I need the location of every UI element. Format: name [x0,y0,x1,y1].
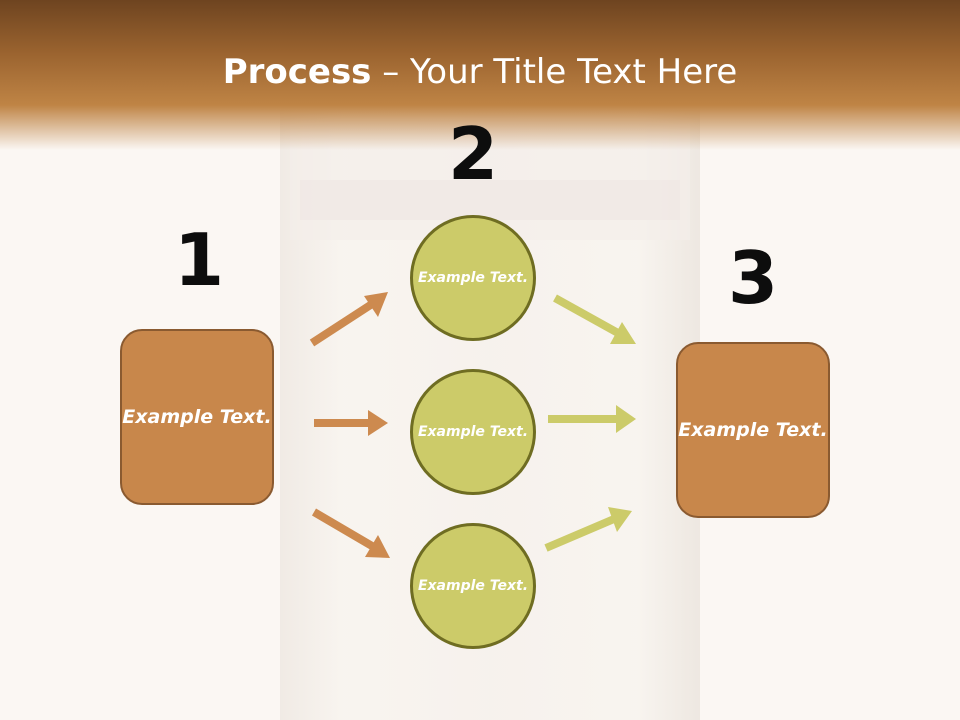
step-2-circle-middle: Example Text. [410,369,536,495]
step-3-text: Example Text. [678,418,828,441]
step-1-text: Example Text. [122,405,272,428]
arrow-from-top-circle [553,294,636,344]
arrow-to-bottom-circle [311,508,390,558]
arrow-to-top-circle [309,292,388,347]
step-number-2: 2 [447,112,499,196]
arrow-from-middle-circle [548,405,636,433]
circle-text-bottom: Example Text. [417,577,529,594]
step-number-1: 1 [173,218,225,302]
circle-text-top: Example Text. [417,269,529,286]
slide-title: Process – Your Title Text Here [0,52,960,92]
arrow-from-bottom-circle [544,507,632,552]
step-3-box: Example Text. [676,342,830,518]
step-2-circle-bottom: Example Text. [410,523,536,649]
circle-text-middle: Example Text. [417,423,529,440]
step-1-box: Example Text. [120,329,274,505]
arrow-to-middle-circle [314,410,388,436]
title-rest: – Your Title Text Here [371,52,738,92]
step-2-circle-top: Example Text. [410,215,536,341]
title-bold: Process [222,52,372,92]
step-number-3: 3 [727,236,779,320]
header-band [0,0,960,150]
